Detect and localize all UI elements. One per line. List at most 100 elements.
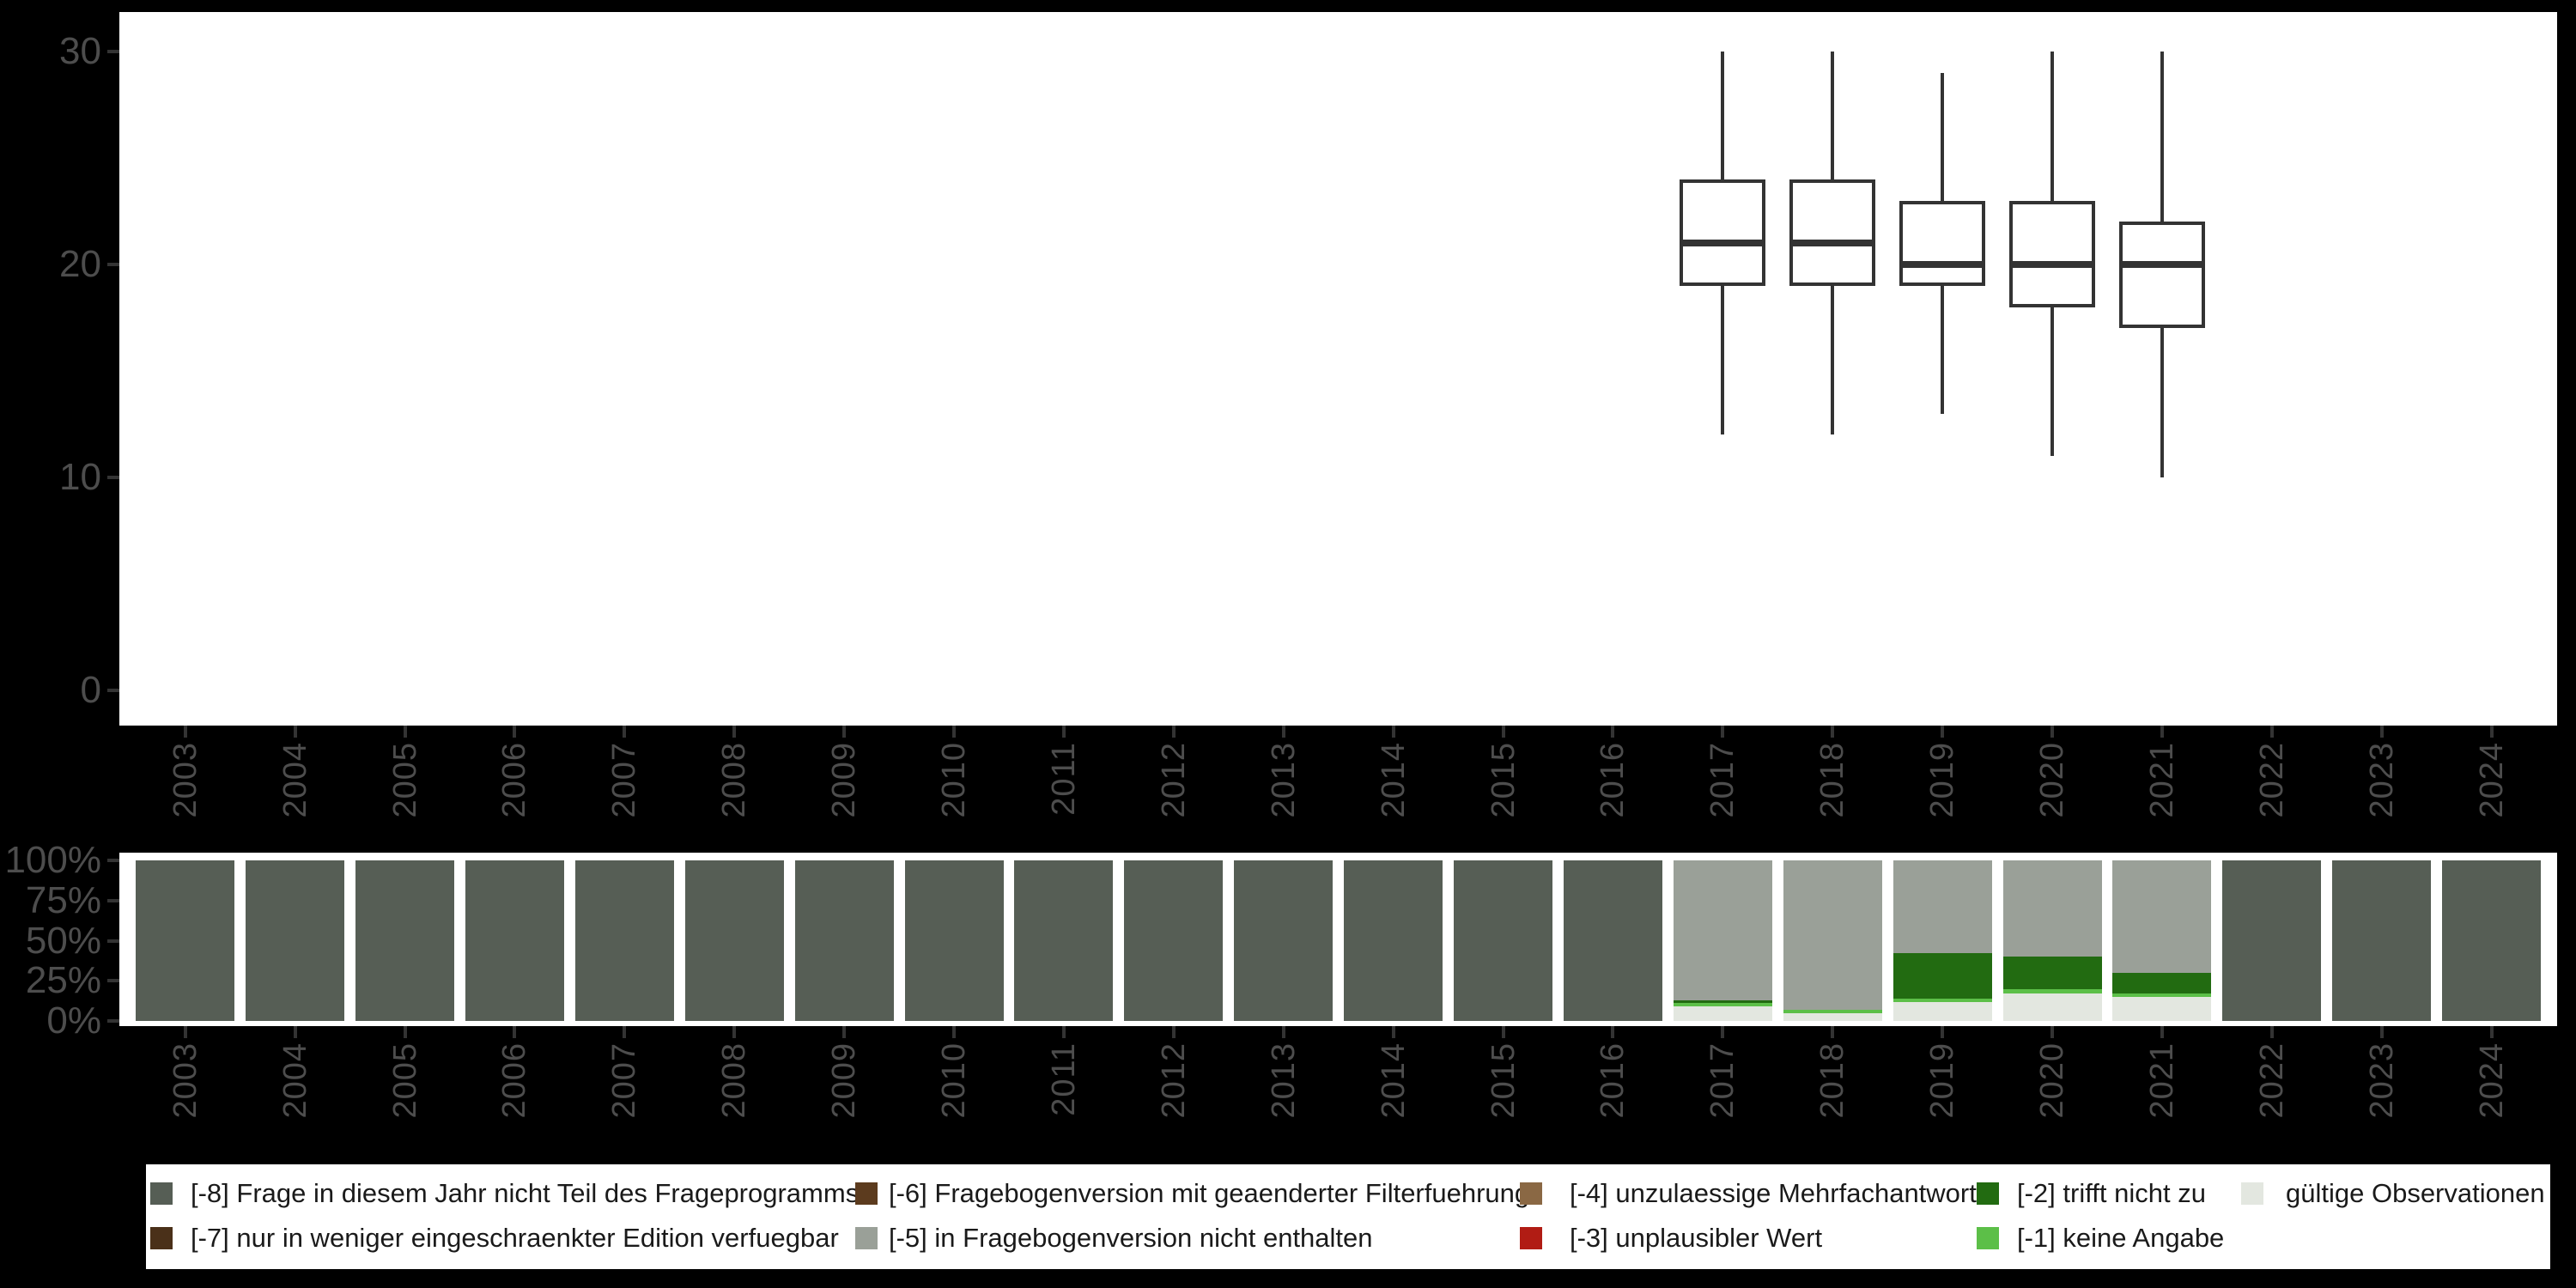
y-axis-tick-label: 0% — [46, 999, 101, 1042]
x-axis-tick-label: 2013 — [1265, 1042, 1302, 1119]
legend-swatch — [2241, 1182, 2263, 1205]
x-axis-tick-label: 2023 — [2363, 1042, 2400, 1119]
bar-segment-2020-not_in_version — [2002, 860, 2102, 957]
y-axis-tick-label: 30 — [59, 30, 101, 72]
y-axis-tick — [107, 859, 119, 862]
bar-segment-2017-no_answer — [1673, 1003, 1772, 1007]
boxplot-box-2019 — [1899, 200, 1986, 286]
bar-segment-2013-not_in_program — [1234, 860, 1334, 1021]
x-axis-tick — [1171, 726, 1176, 738]
y-axis-tick — [107, 689, 119, 692]
x-axis-tick — [1831, 1026, 1835, 1038]
bar-segment-2005-not_in_program — [355, 860, 454, 1021]
x-axis-tick — [2489, 1026, 2494, 1038]
x-axis-tick — [2269, 1026, 2274, 1038]
legend-swatch — [1977, 1227, 1999, 1249]
y-axis-tick — [107, 263, 119, 266]
y-axis-tick-label: 50% — [25, 919, 101, 962]
x-axis-tick-label: 2010 — [936, 742, 972, 818]
legend-label: [-8] Frage in diesem Jahr nicht Teil des… — [191, 1178, 860, 1208]
bar-segment-2021-not_in_version — [2112, 860, 2212, 973]
x-axis-tick-label: 2010 — [936, 1042, 972, 1119]
bar-segment-2018-valid — [1783, 1012, 1882, 1021]
bar-segment-2009-not_in_program — [794, 860, 894, 1021]
x-axis-tick — [623, 726, 627, 738]
x-axis-tick — [1501, 726, 1505, 738]
bar-segment-2022-not_in_program — [2222, 860, 2322, 1021]
x-axis-tick-label: 2008 — [716, 742, 753, 818]
legend-label: [-7] nur in weniger eingeschraenkter Edi… — [191, 1223, 839, 1253]
x-axis-tick — [1941, 1026, 1945, 1038]
x-axis-tick-label: 2017 — [1704, 742, 1741, 818]
bar-segment-2012-not_in_program — [1124, 860, 1224, 1021]
bar-segment-2023-not_in_program — [2332, 860, 2432, 1021]
x-axis-tick — [2379, 1026, 2384, 1038]
boxplot-box-2017 — [1680, 179, 1766, 286]
x-axis-tick — [293, 726, 297, 738]
legend-label: [-1] keine Angabe — [2017, 1223, 2225, 1253]
x-axis-tick-label: 2015 — [1485, 1042, 1522, 1119]
bar-segment-2006-not_in_program — [465, 860, 564, 1021]
x-axis-tick-label: 2004 — [276, 742, 313, 818]
x-axis-tick-label: 2015 — [1485, 742, 1522, 818]
y-axis-tick — [107, 50, 119, 53]
y-axis-tick-label: 10 — [59, 456, 101, 498]
x-axis-tick — [1721, 1026, 1725, 1038]
boxplot-median-2020 — [2013, 261, 2092, 268]
bar-segment-2021-not_applicable — [2112, 972, 2212, 994]
bar-segment-2003-not_in_program — [136, 860, 235, 1021]
y-axis-tick-label: 100% — [4, 839, 101, 881]
x-axis-tick-label: 2021 — [2143, 1042, 2180, 1119]
x-axis-tick-label: 2007 — [606, 742, 643, 818]
bar-segment-2019-not_applicable — [1893, 953, 1992, 999]
x-axis-tick — [1281, 1026, 1285, 1038]
x-axis-tick — [952, 1026, 956, 1038]
x-axis-tick — [2050, 1026, 2054, 1038]
bar-segment-2007-not_in_program — [574, 860, 674, 1021]
legend-swatch — [1520, 1182, 1542, 1205]
x-axis-tick-label: 2012 — [1155, 742, 1192, 818]
x-axis-tick — [952, 726, 956, 738]
x-axis-tick — [2160, 726, 2164, 738]
legend-swatch — [1520, 1227, 1542, 1249]
x-axis-tick-label: 2003 — [167, 742, 204, 818]
x-axis-tick-label: 2003 — [167, 1042, 204, 1119]
bar-segment-2017-not_applicable — [1673, 999, 1772, 1004]
x-axis-tick-label: 2022 — [2253, 742, 2290, 818]
x-axis-tick-label: 2011 — [1045, 1042, 1082, 1116]
bar-segment-2021-valid — [2112, 996, 2212, 1021]
y-axis-tick-label: 20 — [59, 243, 101, 285]
bar-segment-2019-no_answer — [1893, 998, 1992, 1002]
legend-swatch — [1977, 1182, 1999, 1205]
x-axis-tick-label: 2014 — [1375, 1042, 1412, 1119]
legend-label: [-6] Fragebogenversion mit geaenderter F… — [889, 1178, 1530, 1208]
legend-swatch — [150, 1182, 173, 1205]
x-axis-tick-label: 2024 — [2473, 742, 2510, 818]
bar-segment-2008-not_in_program — [684, 860, 784, 1021]
bar-segment-2021-no_answer — [2112, 993, 2212, 997]
x-axis-tick — [842, 726, 847, 738]
legend-swatch — [855, 1182, 878, 1205]
y-axis-tick — [107, 939, 119, 943]
bar-segment-2019-valid — [1893, 1001, 1992, 1021]
x-axis-tick — [732, 1026, 737, 1038]
x-axis-tick — [1281, 726, 1285, 738]
legend-swatch — [855, 1227, 878, 1249]
bar-segment-2020-no_answer — [2002, 988, 2102, 994]
y-axis-tick — [107, 476, 119, 479]
bar-segment-2014-not_in_program — [1344, 860, 1443, 1021]
y-axis-tick — [107, 1019, 119, 1023]
x-axis-tick-label: 2020 — [2034, 1042, 2070, 1119]
boxplot-box-2018 — [1789, 179, 1876, 286]
x-axis-tick-label: 2005 — [386, 742, 423, 818]
x-axis-tick-label: 2006 — [496, 742, 533, 818]
legend: [-8] Frage in diesem Jahr nicht Teil des… — [146, 1164, 2550, 1269]
bar-segment-2004-not_in_program — [246, 860, 345, 1021]
x-axis-tick — [403, 726, 407, 738]
x-axis-tick-label: 2013 — [1265, 742, 1302, 818]
y-axis-tick-label: 0 — [80, 669, 101, 711]
x-axis-tick-label: 2023 — [2363, 742, 2400, 818]
x-axis-tick — [1721, 726, 1725, 738]
x-axis-tick-label: 2005 — [386, 1042, 423, 1119]
x-axis-tick — [1611, 1026, 1615, 1038]
